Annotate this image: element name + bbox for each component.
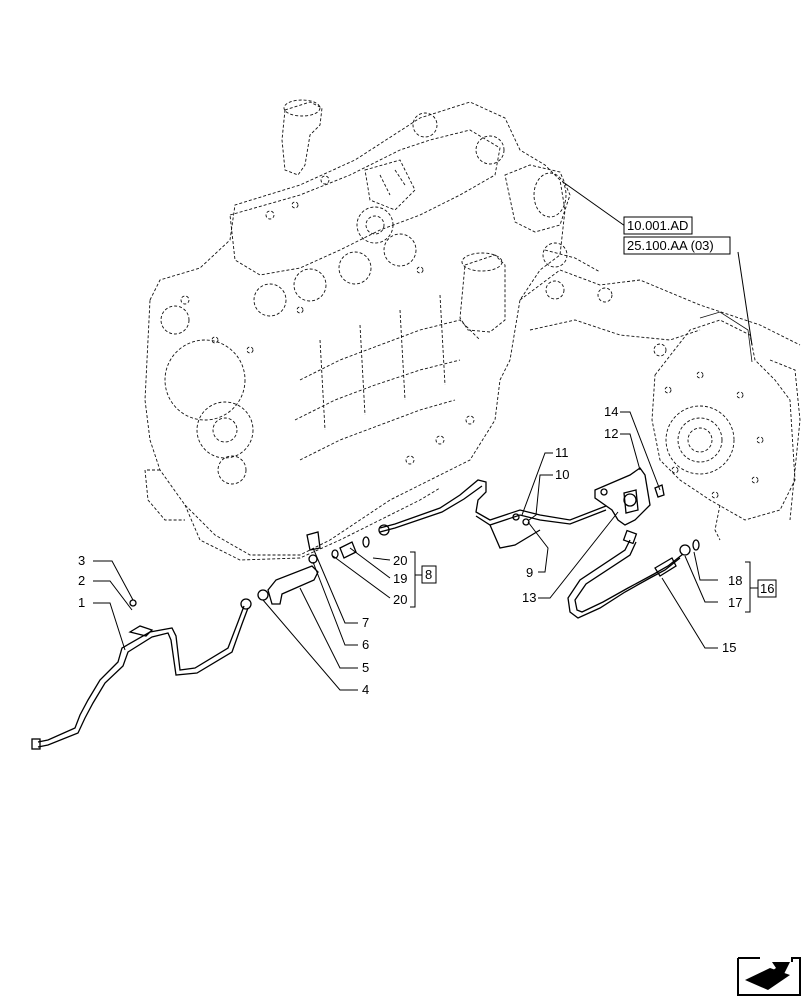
callout-14: 14	[604, 404, 618, 419]
callout-8-box: 8	[421, 565, 437, 584]
callout-2: 2	[78, 573, 85, 588]
clamp-nut	[129, 599, 137, 607]
transmission-housing-ghost	[519, 242, 801, 541]
callout-4: 4	[362, 682, 369, 697]
next-page-arrow-icon[interactable]	[737, 957, 801, 996]
callout-18: 18	[728, 573, 742, 588]
callout-8: 8	[425, 567, 432, 582]
leader-lines	[93, 181, 758, 691]
callout-11: 11	[555, 445, 569, 460]
callout-16-box: 16	[757, 579, 777, 598]
callout-3: 3	[78, 553, 85, 568]
oil-pipe-middle	[378, 479, 607, 549]
callout-17: 17	[728, 595, 742, 610]
ref-box-25-100-aa[interactable]: 25.100.AA (03)	[623, 236, 731, 255]
callout-5: 5	[362, 660, 369, 675]
oil-pipe-left	[31, 598, 252, 750]
callout-labels: 3 2 1 4 5 6 7 20 19 20 9 10 11 12 14 13 …	[78, 404, 742, 697]
bracket-fittings	[257, 531, 370, 605]
callout-16: 16	[760, 581, 774, 596]
callout-9: 9	[526, 565, 533, 580]
engine-block-ghost	[144, 99, 571, 561]
ref-label-b: 25.100.AA (03)	[627, 238, 714, 253]
callout-15: 15	[722, 640, 736, 655]
callout-13: 13	[522, 590, 536, 605]
callout-20-bottom: 20	[393, 592, 407, 607]
callout-7: 7	[362, 615, 369, 630]
ref-label-a: 10.001.AD	[627, 218, 688, 233]
ref-box-10-001-ad[interactable]: 10.001.AD	[623, 216, 693, 235]
mounting-bracket	[594, 467, 665, 526]
callout-12: 12	[604, 426, 618, 441]
callout-1: 1	[78, 595, 85, 610]
callout-10: 10	[555, 467, 569, 482]
callout-19: 19	[393, 571, 407, 586]
flexible-hose	[567, 529, 700, 619]
callout-6: 6	[362, 637, 369, 652]
callout-20-top: 20	[393, 553, 407, 568]
